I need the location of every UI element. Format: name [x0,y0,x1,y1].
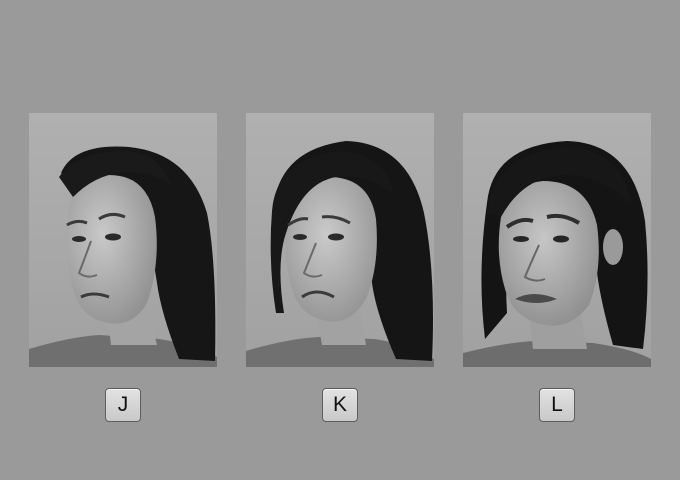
face-photo-icon [463,113,651,367]
face-photo-icon [246,113,434,367]
response-button-l[interactable]: L [539,388,575,422]
face-image-k [246,113,434,367]
response-button-k[interactable]: K [322,388,358,422]
response-button-j[interactable]: J [105,388,141,422]
face-photo-icon [29,113,217,367]
face-image-l [463,113,651,367]
face-image-j [29,113,217,367]
